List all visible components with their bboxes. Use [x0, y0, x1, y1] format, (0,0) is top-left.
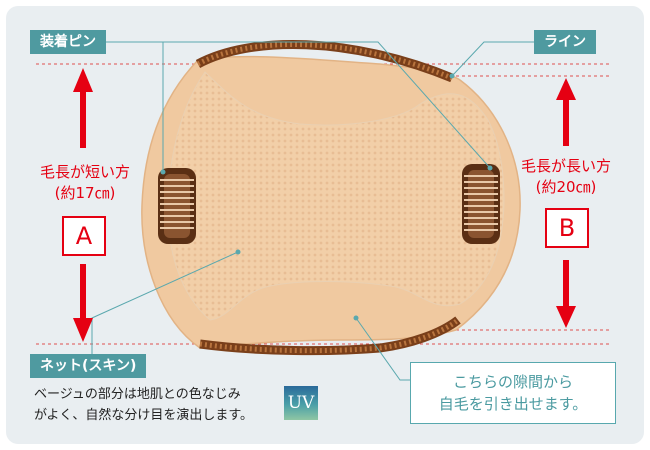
line-leader — [451, 41, 534, 77]
net-description-line-1: ベージュの部分は地肌との色なじみ — [34, 387, 241, 402]
right-arrow-down-icon — [556, 260, 576, 328]
right-clip-icon — [462, 164, 500, 244]
left-arrow-up-icon — [73, 68, 93, 148]
line-label: ライン — [534, 30, 596, 54]
right-arrow-up-icon — [556, 78, 576, 146]
net-label: ネット(スキン) — [30, 354, 147, 378]
long-hair-length: (約20㎝) — [535, 178, 597, 196]
callout-line-2: 自毛を引き出せます。 — [438, 395, 588, 413]
short-hair-length: (約17㎝) — [54, 184, 116, 202]
long-hair-title: 毛長が長い方 — [520, 157, 611, 175]
left-arrow-down-icon — [73, 264, 93, 342]
callout-leader — [355, 317, 410, 381]
short-hair-title: 毛長が短い方 — [39, 163, 130, 181]
net-description-line-2: がよく、自然な分け目を演出します。 — [34, 408, 254, 423]
callout-line-1: こちらの隙間から — [452, 373, 573, 391]
left-clip-icon — [158, 168, 196, 244]
hairpiece-mesh — [167, 71, 505, 321]
letter-a-box: A — [62, 216, 106, 256]
gap-callout: こちらの隙間から 自毛を引き出せます。 — [410, 362, 616, 424]
uv-badge-icon: UV — [284, 386, 318, 420]
pin-label: 装着ピン — [30, 30, 106, 54]
pin-leader-right — [163, 41, 491, 169]
letter-b-box: B — [545, 208, 589, 248]
